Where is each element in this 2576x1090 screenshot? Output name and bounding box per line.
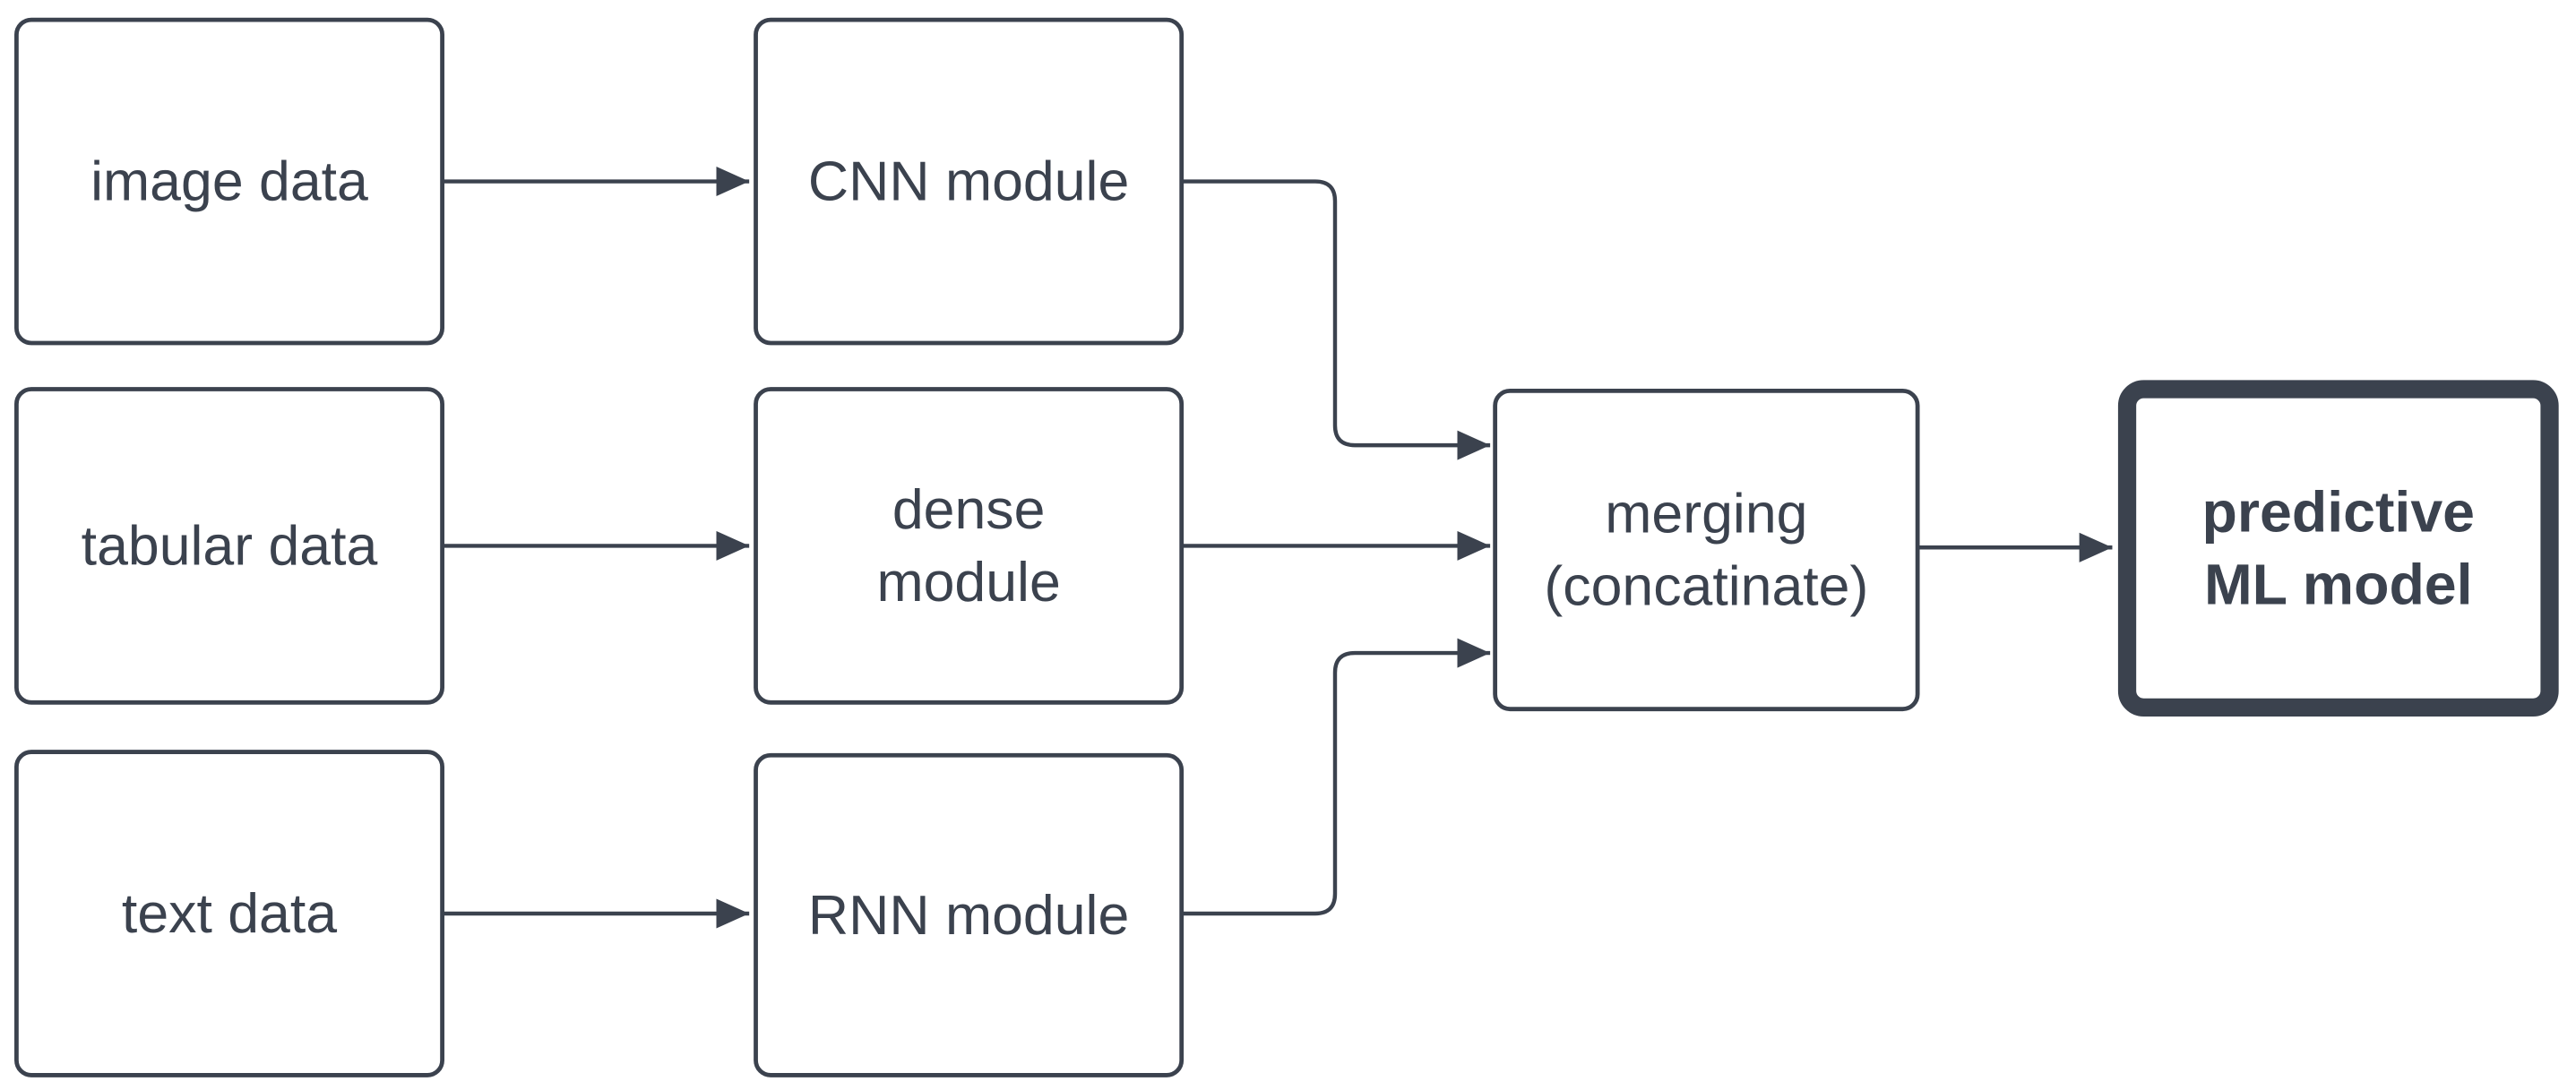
cnn-module-label: CNN module bbox=[808, 150, 1129, 213]
predictive-ml-model-label-line: ML model bbox=[2204, 553, 2473, 617]
node-cnn-module: CNN module bbox=[754, 17, 1185, 346]
tabular-data-label-line: tabular data bbox=[82, 514, 378, 577]
merging-label: merging (concatinate) bbox=[1544, 483, 1868, 618]
image-data-box bbox=[14, 17, 444, 346]
merging-label-line: (concatinate) bbox=[1544, 555, 1868, 618]
node-predictive-ml-model: predictive ML model bbox=[2117, 380, 2559, 717]
predictive-ml-model-label: predictive ML model bbox=[2202, 480, 2475, 617]
rnn-module-label-line: RNN module bbox=[808, 884, 1129, 947]
rnn-module-label: RNN module bbox=[808, 884, 1129, 947]
node-merging: merging (concatinate) bbox=[1493, 388, 1920, 712]
dense-module-label-line: dense bbox=[892, 478, 1046, 541]
edge-layer bbox=[442, 166, 2113, 929]
rnn-module-box bbox=[754, 752, 1185, 1077]
predictive-ml-model-box bbox=[2117, 380, 2559, 717]
edge-rnn-module-to-merging bbox=[1181, 638, 1491, 916]
cnn-module-box bbox=[754, 17, 1185, 346]
cnn-module-label-line: CNN module bbox=[808, 150, 1129, 213]
tabular-data-box bbox=[14, 387, 444, 705]
node-tabular-data: tabular data bbox=[14, 387, 444, 705]
text-data-box bbox=[14, 750, 444, 1077]
image-data-label-line: image data bbox=[90, 150, 368, 213]
node-layer: image data CNN module tabular data dense mod… bbox=[14, 17, 2559, 1077]
dense-module-box bbox=[754, 387, 1185, 705]
merging-label-line: merging bbox=[1605, 483, 1807, 545]
tabular-data-label: tabular data bbox=[82, 514, 378, 577]
dense-module-label: dense module bbox=[876, 478, 1060, 614]
dense-module-label-line: module bbox=[876, 551, 1060, 614]
image-data-label: image data bbox=[90, 150, 368, 213]
merging-box bbox=[1493, 388, 1920, 712]
text-data-label: text data bbox=[122, 882, 337, 945]
node-dense-module: dense module bbox=[754, 387, 1185, 705]
edge-cnn-module-to-merging bbox=[1181, 179, 1491, 460]
node-image-data: image data bbox=[14, 17, 444, 346]
node-text-data: text data bbox=[14, 750, 444, 1077]
text-data-label-line: text data bbox=[122, 882, 337, 945]
predictive-ml-model-label-line: predictive bbox=[2202, 480, 2475, 545]
node-rnn-module: RNN module bbox=[754, 752, 1185, 1077]
